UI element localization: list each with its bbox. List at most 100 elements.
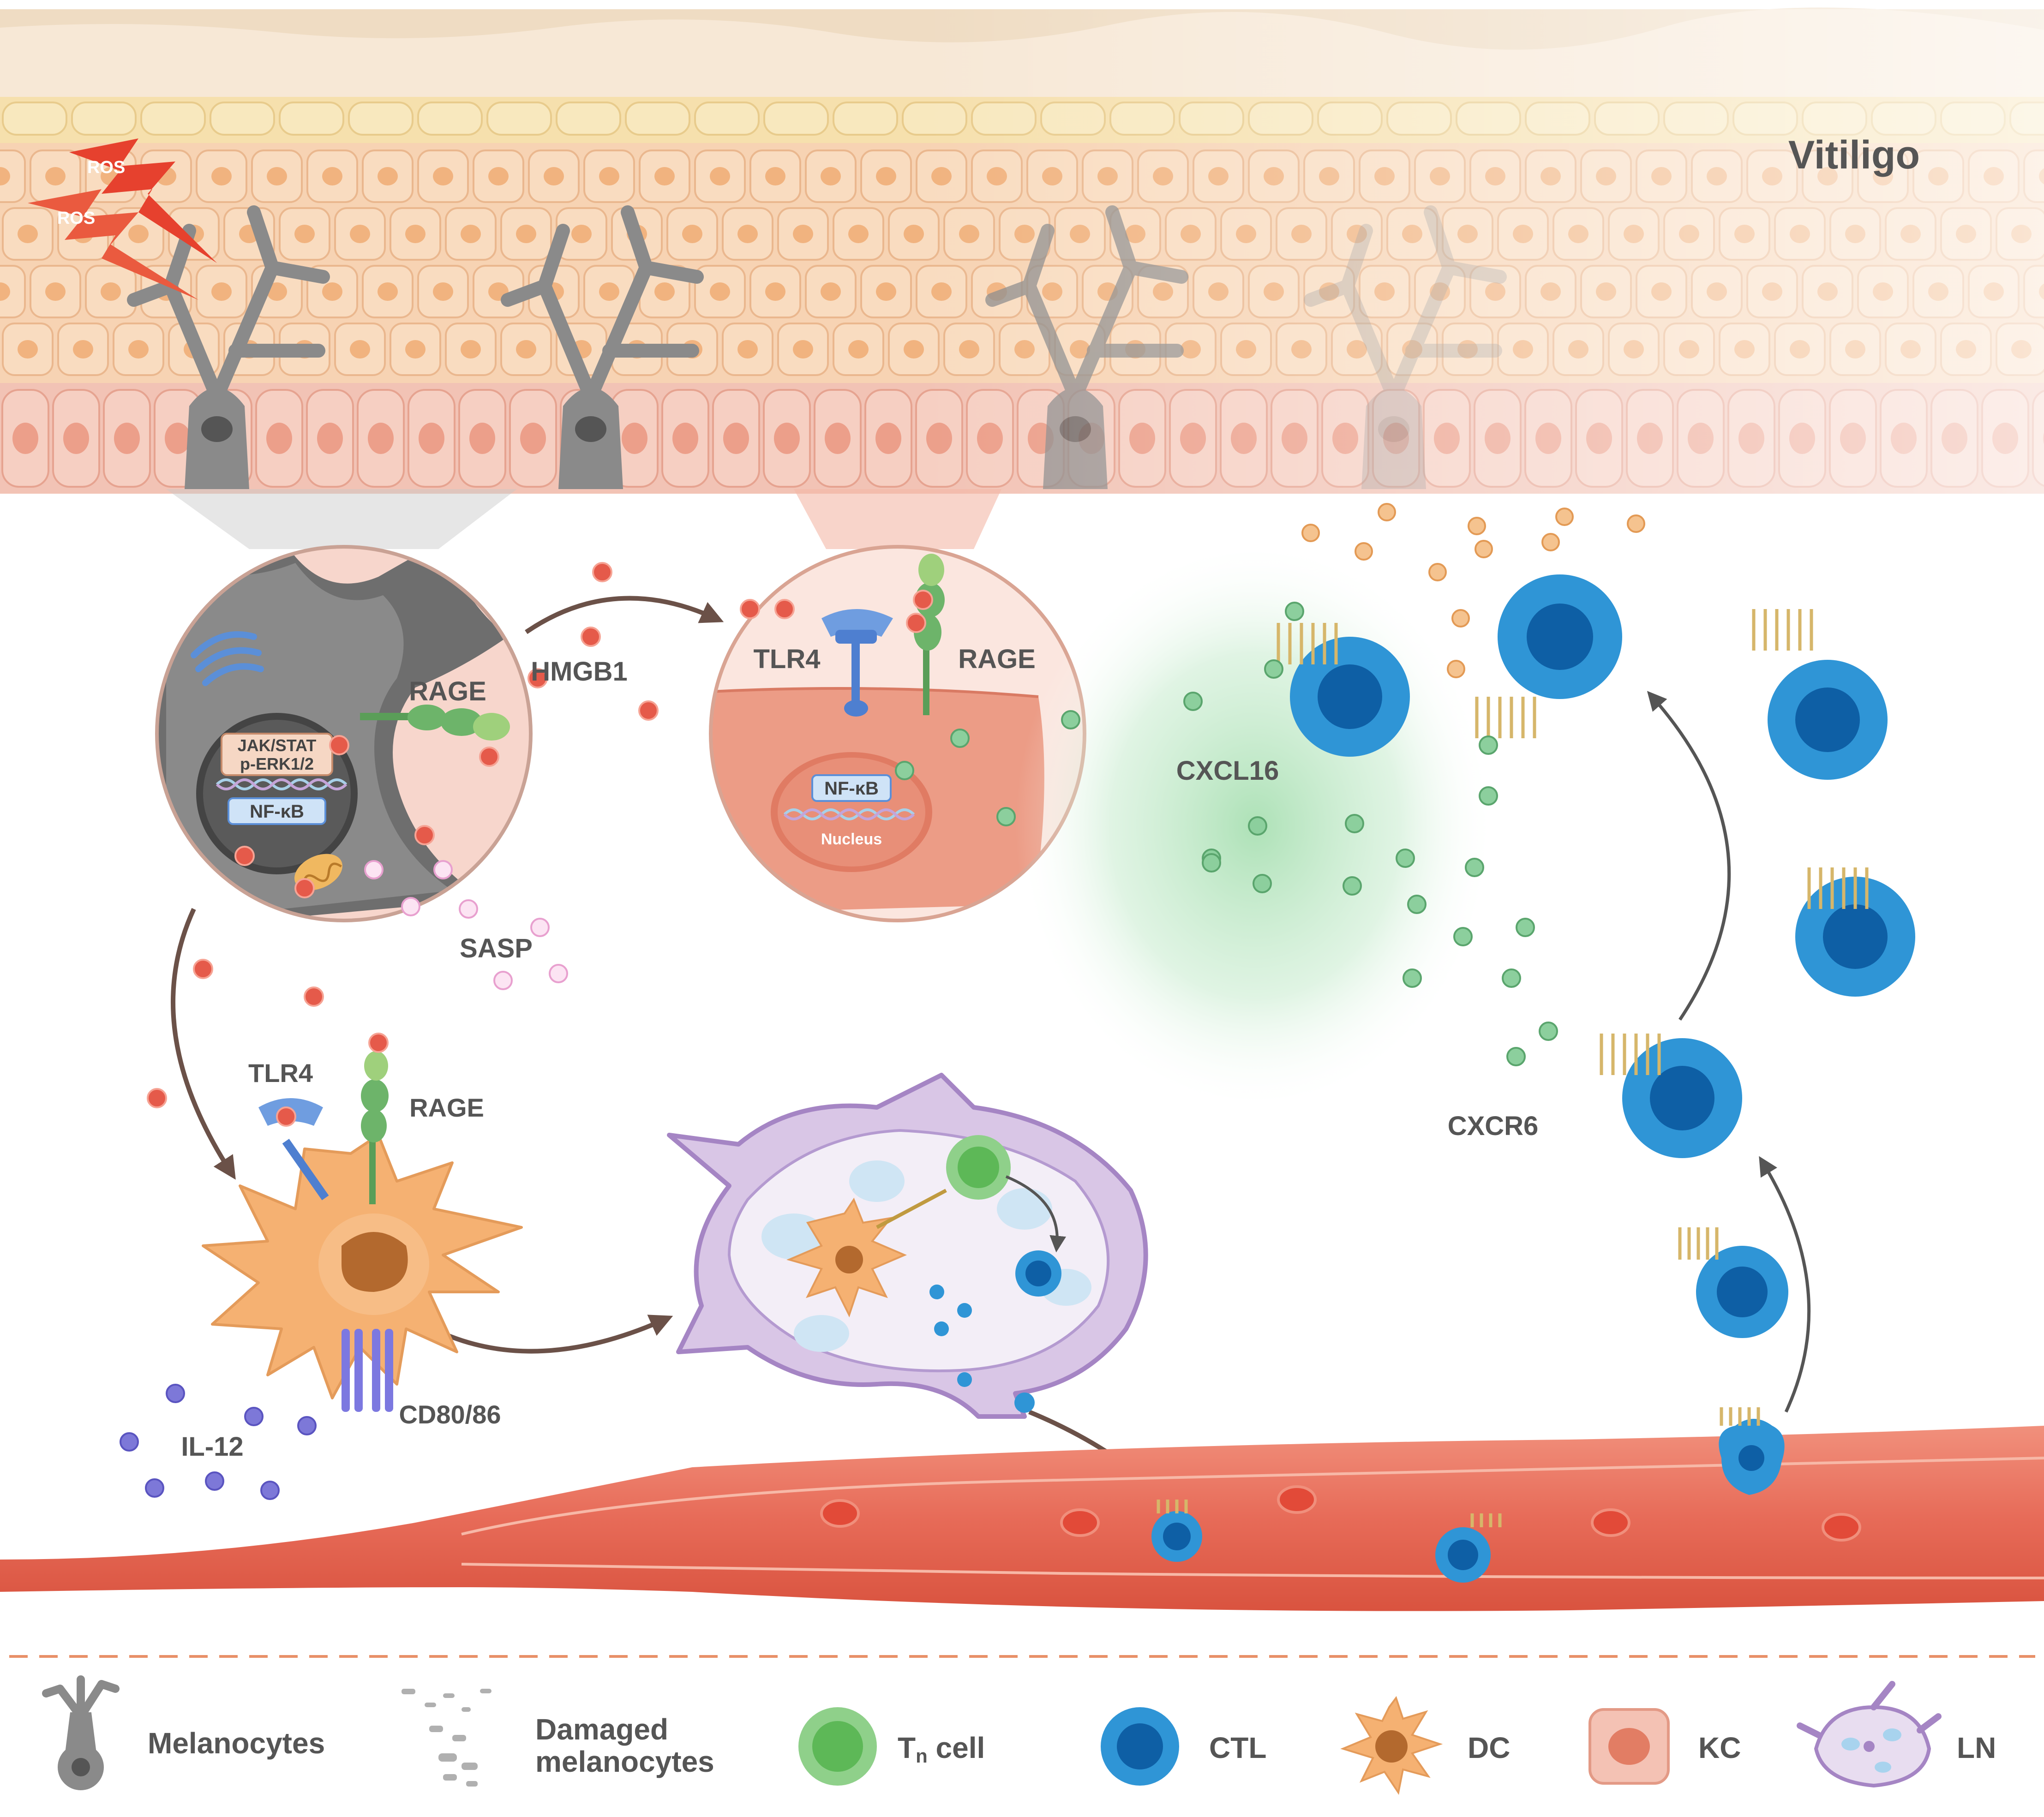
legend-melanocytes: Melanocytes	[148, 1727, 325, 1760]
cxcl16-dot	[1253, 874, 1272, 893]
cxcl16-dot	[1183, 692, 1203, 711]
hmgb1-dot	[774, 599, 795, 619]
il12-dot	[260, 1481, 280, 1500]
il12-dot	[297, 1416, 317, 1435]
cxcl16-dot	[1202, 853, 1221, 873]
chemokine-dot	[1451, 609, 1470, 628]
legend-damaged-line2: melanocytes	[535, 1745, 714, 1778]
hmgb1-label: HMGB1	[531, 657, 627, 687]
cxcl16-dot	[1343, 876, 1362, 896]
hmgb1-arrow	[525, 596, 724, 634]
cxcl16-dot	[1539, 1022, 1558, 1041]
il12-dot	[244, 1407, 264, 1426]
hmgb1-dots	[147, 562, 933, 1127]
hmgb1-dot	[368, 1033, 389, 1053]
dc-to-ln-arrow	[442, 1315, 673, 1354]
rage-label-dc: RAGE	[409, 1093, 484, 1122]
sasp-dot	[530, 918, 550, 937]
cxcl16-dot	[1516, 918, 1535, 937]
chemokine-dot	[1378, 503, 1396, 521]
dendritic-cell: TLR4 RAGE CD80/86	[202, 1051, 523, 1429]
jak-stat-label: JAK/STAT	[238, 736, 317, 755]
lymph-node	[667, 1073, 1148, 1419]
rage-label-kc: RAGE	[958, 644, 1036, 674]
melanocyte-to-dc-arrow	[171, 908, 236, 1180]
migration-arrow	[1647, 691, 1731, 1021]
rage-label-mel: RAGE	[409, 676, 486, 706]
legend-ctl: CTL	[1209, 1731, 1266, 1764]
sasp-dot	[401, 897, 420, 916]
chemokine-dot	[1428, 563, 1447, 581]
cxcl16-dot	[1396, 849, 1415, 868]
vitiligo-title: Vitiligo	[1788, 133, 1920, 177]
cxcl16-dot	[1285, 602, 1304, 621]
chemokine-dots	[1301, 503, 1645, 678]
hmgb1-dot	[592, 562, 612, 582]
hmgb1-dot	[193, 959, 213, 979]
hmgb1-dot	[479, 747, 499, 767]
cxcl16-label: CXCL16	[1176, 756, 1279, 786]
chemokine-dot	[1468, 517, 1486, 535]
cxcl16-dot	[996, 807, 1016, 826]
melanocyte-inset: JAK/STAT p-ERK1/2 NF-κB RAGE	[155, 545, 533, 922]
hmgb1-dot	[913, 590, 933, 610]
hmgb1-dot	[638, 700, 659, 721]
sasp-dots	[364, 860, 568, 990]
legend: Melanocytes Damaged melanocytes Tn cell …	[42, 1675, 1996, 1795]
sasp-dot	[364, 860, 384, 879]
dc-legend-icon	[1340, 1696, 1443, 1795]
cxcl16-dot	[1403, 968, 1422, 988]
hmgb1-dot	[329, 735, 349, 755]
cxcl16-dot	[1506, 1047, 1526, 1066]
damaged-melanocyte-legend-icon	[402, 1689, 492, 1787]
ros-bolt-1: ROS	[69, 138, 217, 263]
il12-dot	[166, 1384, 185, 1403]
zoom-wedge-keratinocyte	[794, 489, 1001, 549]
cxcl16-dot	[1407, 895, 1427, 914]
cxcl16-dot	[1264, 659, 1283, 679]
legend-dc: DC	[1468, 1731, 1510, 1764]
cxcl16-dot	[1502, 968, 1521, 988]
hmgb1-dot	[304, 986, 324, 1007]
ctl-cluster	[1157, 574, 1915, 1527]
nucleus-label: Nucleus	[821, 831, 882, 848]
cxcl16-dot	[1248, 816, 1267, 836]
melanocyte-legend-icon	[42, 1675, 120, 1790]
hmgb1-dot	[581, 627, 601, 647]
cd80-86-label: CD80/86	[399, 1400, 501, 1429]
sasp-dot	[459, 899, 478, 919]
tlr4-label-dc: TLR4	[248, 1058, 313, 1088]
legend-tn-cell: Tn cell	[898, 1731, 985, 1767]
blood-vessel	[0, 1419, 2044, 1611]
ros-label-2: ROS	[57, 209, 95, 228]
ros-bolt-2: ROS	[28, 189, 198, 300]
cxcl16-dot	[1345, 814, 1364, 833]
legend-damaged-line1: Damaged	[535, 1713, 668, 1746]
cxcl16-dot	[1479, 735, 1498, 755]
ros-label-1: ROS	[87, 158, 125, 177]
sasp-dot	[433, 860, 453, 879]
il12-label: IL-12	[181, 1432, 243, 1462]
cxcl16-dot	[1061, 710, 1080, 729]
chemokine-dot	[1541, 533, 1560, 551]
hmgb1-dot	[147, 1088, 167, 1108]
hmgb1-dot	[906, 613, 926, 633]
ln-legend-icon	[1797, 1681, 1942, 1788]
legend-kc: KC	[1698, 1731, 1741, 1764]
sasp-dot	[493, 971, 513, 990]
chemokine-dot	[1475, 540, 1493, 558]
sasp-dot	[549, 964, 568, 983]
il12-dots	[120, 1384, 317, 1500]
chemokine-dot	[1555, 508, 1574, 526]
hmgb1-dot	[414, 825, 435, 845]
sasp-label: SASP	[460, 933, 533, 963]
p-erk-label: p-ERK1/2	[240, 754, 314, 773]
cxcl16-dot	[950, 729, 970, 748]
hmgb1-dot	[740, 599, 760, 619]
cxcr6-label: CXCR6	[1448, 1111, 1539, 1141]
cxcl16-dot	[1453, 927, 1473, 946]
cxcl16-dot	[895, 761, 914, 780]
chemokine-dot	[1447, 660, 1465, 678]
chemokine-dot	[1301, 524, 1320, 542]
